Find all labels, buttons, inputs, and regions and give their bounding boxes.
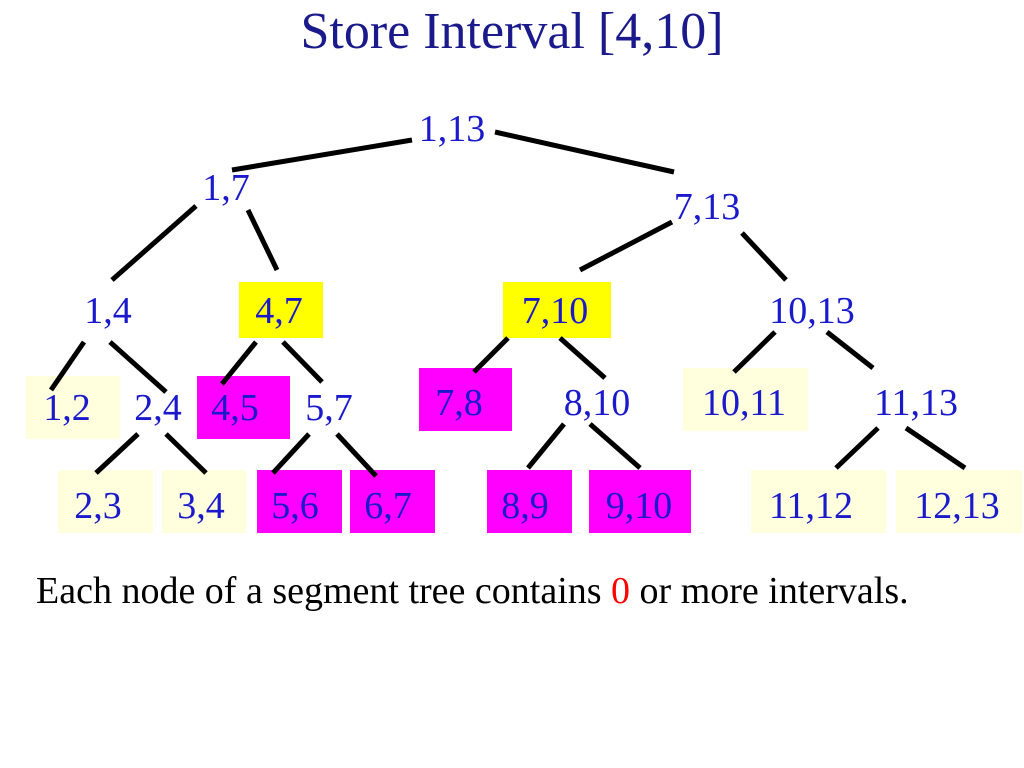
node-label-n3-4: 3,4: [177, 485, 225, 527]
edge-n10-13-to-n11-13: [825, 330, 875, 370]
edge-n7-13-to-n7-10: [578, 219, 674, 273]
node-box-n8-9: [487, 470, 572, 533]
node-label-n2-4: 2,4: [134, 387, 182, 429]
caption-highlight: 0: [611, 570, 631, 612]
edge-n8-10-to-n8-9: [526, 422, 566, 470]
node-label-n11-12: 11,12: [769, 485, 853, 527]
node-label-n7-10: 7,10: [522, 290, 589, 332]
node-label-n10-11: 10,11: [702, 382, 786, 424]
node-label-n1-13: 1,13: [419, 108, 486, 150]
edge-n1-13-to-n1-7: [231, 137, 413, 173]
node-box-n10-11: [683, 368, 808, 431]
node-box-n3-4: [162, 470, 246, 533]
edge-n8-10-to-n9-10: [588, 422, 642, 470]
edge-n7-10-to-n7-8: [472, 336, 510, 374]
node-label-n12-13: 12,13: [914, 485, 1000, 527]
node-box-n2-3: [58, 470, 153, 533]
node-label-n5-7: 5,7: [305, 387, 353, 429]
node-label-n4-7: 4,7: [255, 290, 303, 332]
edge-n1-4-to-n1-2: [48, 340, 87, 392]
node-label-n5-6: 5,6: [271, 485, 319, 527]
node-label-n9-10: 9,10: [606, 485, 673, 527]
node-label-n8-9: 8,9: [501, 485, 549, 527]
node-box-n4-5: [197, 376, 290, 439]
node-label-n4-5: 4,5: [211, 387, 259, 429]
edge-n1-4-to-n2-4: [108, 340, 168, 394]
edge-n1-7-to-n4-7: [245, 208, 280, 272]
edge-n5-7-to-n5-6: [271, 432, 311, 475]
edge-n1-7-to-n1-4: [110, 204, 198, 282]
node-label-n1-2: 1,2: [43, 387, 91, 429]
node-box-n7-10: [503, 282, 611, 338]
edge-n11-13-to-n12-13: [904, 425, 967, 471]
node-label-n6-7: 6,7: [364, 485, 412, 527]
node-label-n8-10: 8,10: [564, 382, 631, 424]
node-box-n7-8: [419, 368, 512, 431]
node-box-n1-2: [26, 376, 120, 439]
edge-n2-4-to-n2-3: [94, 432, 140, 475]
caption: Each node of a segment tree contains 0 o…: [36, 568, 936, 614]
segment-tree-diagram: 1,13 1,7 7,13 1,4 4,7 7,10 10,13 1,2 2,4 4,5 5,7 7,…: [26, 108, 1022, 533]
node-box-n11-12: [751, 470, 886, 533]
node-box-n5-6: [257, 470, 342, 533]
edge-n10-13-to-n10-11: [732, 330, 777, 374]
edge-n4-7-to-n4-5: [220, 340, 258, 386]
node-label-n1-4: 1,4: [84, 290, 132, 332]
node-label-n10-13: 10,13: [769, 290, 855, 332]
node-box-n12-13: [896, 470, 1022, 533]
slide-title: Store Interval [4,10]: [300, 3, 724, 60]
caption-text-after: or more intervals.: [630, 570, 909, 612]
node-box-n6-7: [350, 470, 435, 533]
node-label-n7-8: 7,8: [435, 382, 483, 424]
edge-n7-10-to-n8-10: [558, 336, 607, 380]
node-label-n11-13: 11,13: [874, 382, 958, 424]
edge-n11-13-to-n11-12: [834, 426, 880, 470]
edge-n7-13-to-n10-13: [740, 231, 788, 282]
node-box-n9-10: [589, 470, 691, 533]
edge-n1-13-to-n7-13: [494, 129, 675, 175]
edge-n5-7-to-n6-7: [335, 432, 378, 478]
node-box-n4-7: [239, 282, 323, 338]
node-label-n2-3: 2,3: [74, 485, 122, 527]
node-label-n7-13: 7,13: [674, 186, 741, 228]
node-label-n1-7: 1,7: [202, 167, 250, 209]
edge-n4-7-to-n5-7: [281, 340, 324, 384]
caption-text-before: Each node of a segment tree contains: [36, 570, 612, 612]
edge-n2-4-to-n3-4: [164, 432, 208, 475]
